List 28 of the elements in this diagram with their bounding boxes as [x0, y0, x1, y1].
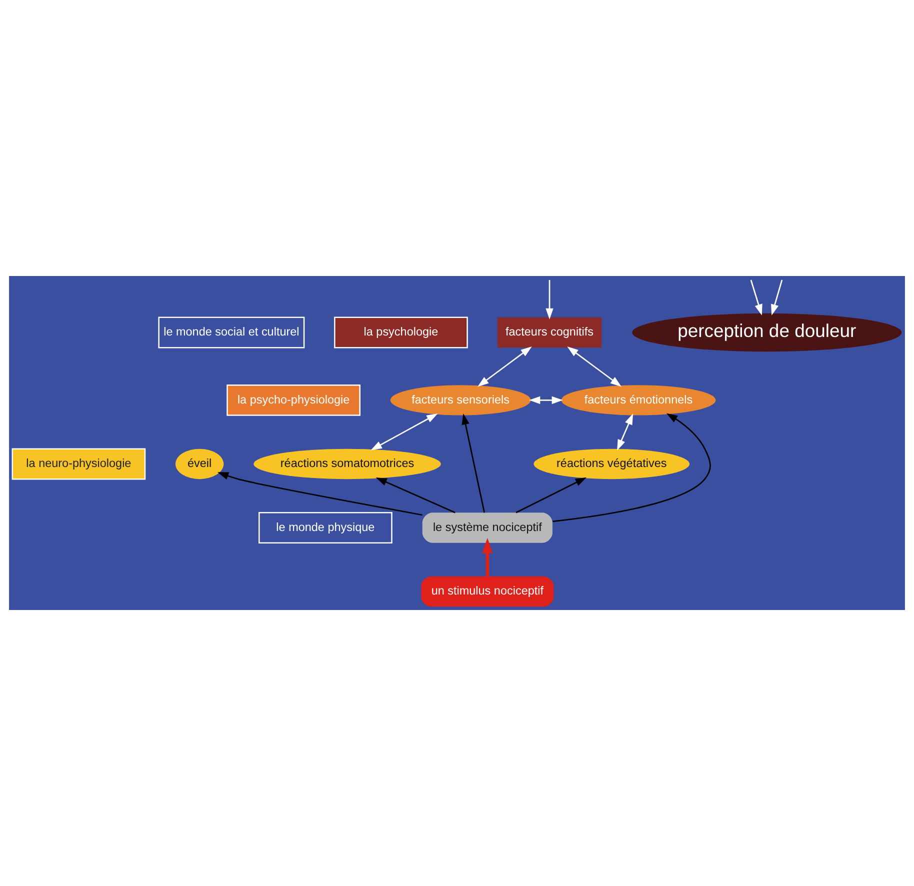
arrow — [376, 477, 456, 514]
arrow — [771, 280, 783, 316]
node-box: la psychologie — [334, 316, 468, 348]
arrow — [750, 280, 762, 316]
node-ellipse: réactions végétatives — [534, 448, 690, 480]
node-ellipse: facteurs émotionnels — [561, 385, 716, 416]
node-box: le monde social et culturel — [158, 316, 305, 348]
arrow — [516, 477, 586, 514]
arrow — [567, 346, 622, 387]
node-ellipse: éveil — [175, 448, 224, 480]
node-box: facteurs cognitifs — [498, 317, 602, 348]
arrow — [546, 280, 554, 320]
node-ellipse: perception de douleur — [632, 313, 902, 352]
node-ellipse: réactions somatomotrices — [254, 448, 441, 480]
arrow — [478, 346, 532, 387]
arrow — [217, 472, 422, 516]
node-ellipse: facteurs sensoriels — [390, 385, 531, 416]
arrow — [370, 414, 438, 450]
arrow — [529, 396, 563, 404]
arrow — [552, 413, 711, 522]
arrow — [482, 538, 493, 576]
node-box: la neuro-physiologie — [12, 448, 146, 480]
arrow — [617, 414, 634, 451]
node-box: un stimulus nociceptif — [421, 576, 554, 607]
node-box: la psycho-physiologie — [226, 384, 360, 416]
node-box: le système nociceptif — [422, 512, 552, 543]
node-box: le monde physique — [258, 512, 392, 544]
arrow — [462, 413, 486, 513]
